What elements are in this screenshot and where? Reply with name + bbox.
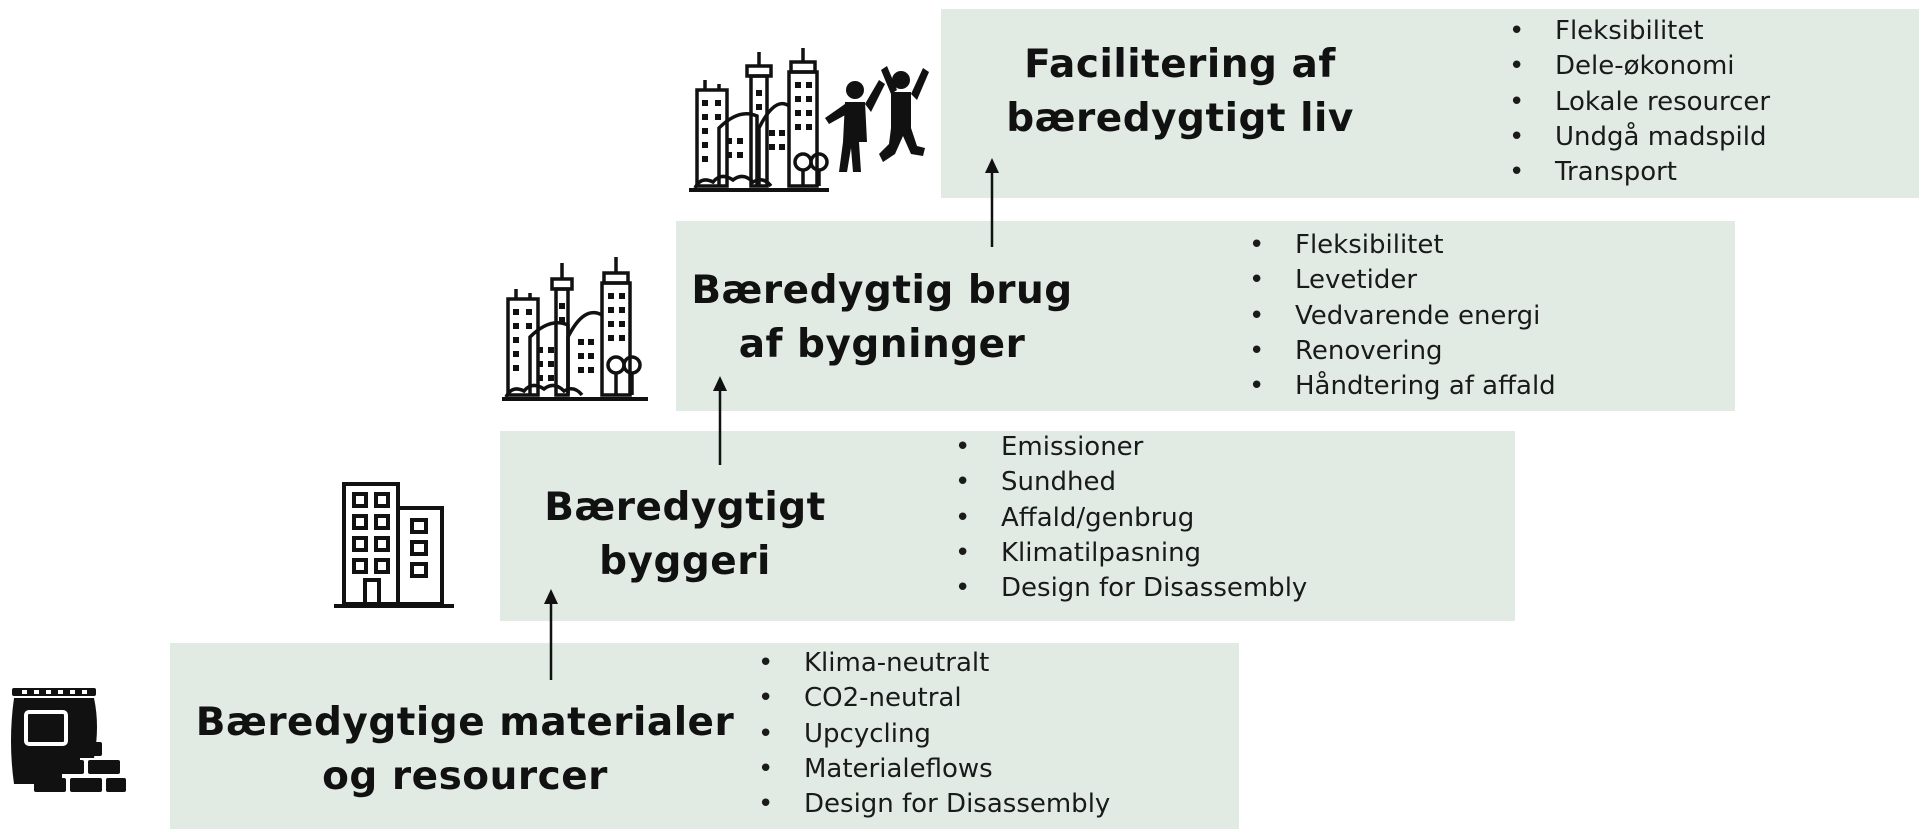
step-1-bullet: Upcycling bbox=[758, 717, 1110, 753]
office-building-icon bbox=[334, 482, 454, 608]
step-4-bullet: Lokale resourcer bbox=[1509, 85, 1770, 121]
step-4-title: Facilitering af bæredygtigt liv bbox=[995, 38, 1365, 146]
step-3-bullet: Levetider bbox=[1249, 263, 1556, 299]
step-4-bullet: Dele-økonomi bbox=[1509, 49, 1770, 85]
city-skyline-icon bbox=[502, 257, 648, 401]
step-1-bullet-list: Klima-neutralt CO2-neutral Upcycling Mat… bbox=[758, 646, 1110, 823]
step-4-title-line-2: bæredygtigt liv bbox=[1006, 96, 1354, 141]
arrow-step-3-to-4 bbox=[985, 158, 999, 247]
step-3-box bbox=[676, 221, 1735, 411]
step-2-title-line-2: byggeri bbox=[599, 539, 771, 584]
step-4-bullet: Undgå madspild bbox=[1509, 120, 1770, 156]
step-2-bullet: Emissioner bbox=[955, 430, 1307, 466]
step-1-title-line-2: og resourcer bbox=[322, 754, 608, 799]
step-2-bullet: Affald/genbrug bbox=[955, 501, 1307, 537]
step-4-title-line-1: Facilitering af bbox=[1024, 42, 1336, 87]
step-3-title: Bæredygtig brug af bygninger bbox=[682, 264, 1082, 372]
arrow-step-1-to-2 bbox=[544, 589, 558, 680]
step-2-bullet: Sundhed bbox=[955, 465, 1307, 501]
arrow-step-2-to-3 bbox=[713, 376, 727, 465]
step-3-bullet: Fleksibilitet bbox=[1249, 228, 1556, 264]
step-2-title-line-1: Bæredygtigt bbox=[544, 485, 826, 530]
step-3-bullet: Renovering bbox=[1249, 334, 1556, 370]
step-2-title: Bæredygtigt byggeri bbox=[505, 481, 865, 589]
city-people-icon bbox=[689, 48, 929, 192]
step-4-bullet-list: Fleksibilitet Dele-økonomi Lokale resour… bbox=[1509, 14, 1770, 191]
step-4-bullet: Fleksibilitet bbox=[1509, 14, 1770, 50]
step-1-title: Bæredygtige materialer og resourcer bbox=[190, 696, 740, 804]
step-3-bullet: Vedvarende energi bbox=[1249, 299, 1556, 335]
step-1-bullet: Design for Disassembly bbox=[758, 787, 1110, 823]
building-materials-icon bbox=[11, 688, 126, 792]
step-3-bullet: Håndtering af affald bbox=[1249, 369, 1556, 405]
step-1-title-line-1: Bæredygtige materialer bbox=[195, 700, 735, 745]
step-1-bullet: CO2-neutral bbox=[758, 681, 1110, 717]
step-2-bullet-list: Emissioner Sundhed Affald/genbrug Klimat… bbox=[955, 430, 1307, 607]
step-3-bullet-list: Fleksibilitet Levetider Vedvarende energ… bbox=[1249, 228, 1556, 405]
step-3-title-line-1: Bæredygtig brug bbox=[691, 268, 1073, 313]
step-2-bullet: Klimatilpasning bbox=[955, 536, 1307, 572]
step-4-bullet: Transport bbox=[1509, 155, 1770, 191]
step-3-title-line-2: af bygninger bbox=[738, 322, 1026, 367]
step-1-bullet: Klima-neutralt bbox=[758, 646, 1110, 682]
step-1-bullet: Materialeflows bbox=[758, 752, 1110, 788]
step-2-bullet: Design for Disassembly bbox=[955, 571, 1307, 607]
